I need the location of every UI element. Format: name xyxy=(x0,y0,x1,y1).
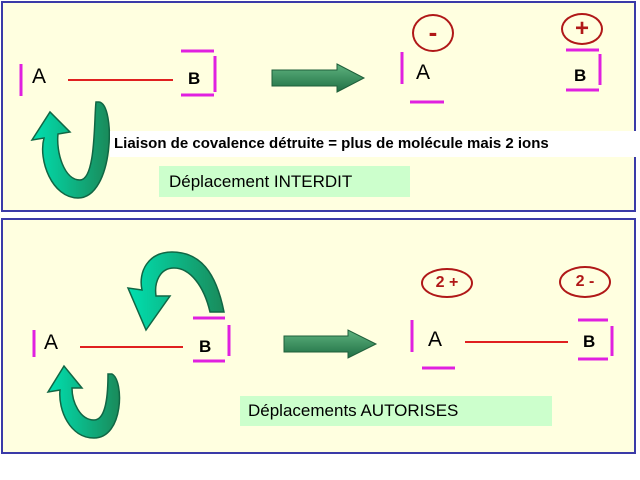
bracket-b-top xyxy=(181,49,217,97)
curved-electron-arrow-icon xyxy=(30,101,111,199)
curved-electron-arrow-icon xyxy=(126,251,225,332)
charge-minus-badge: - xyxy=(412,14,454,52)
atom-b: B xyxy=(199,337,212,356)
result-atom-b: B xyxy=(574,66,587,85)
charge-plus-badge: + xyxy=(561,13,603,45)
reaction-arrow-icon xyxy=(271,63,366,93)
atom-a: A xyxy=(32,65,47,88)
forbidden-banner: Déplacement INTERDIT xyxy=(159,166,410,197)
result-atom-a: A xyxy=(416,61,431,84)
atom-b: B xyxy=(188,69,201,88)
covalence-note: Liaison de covalence détruite = plus de … xyxy=(110,131,636,157)
charge-2plus-badge: 2 + xyxy=(421,268,473,298)
result-atom-a: A xyxy=(428,328,443,351)
atom-a: A xyxy=(44,331,59,354)
result-atom-b: B xyxy=(583,332,596,351)
curved-electron-arrow-icon xyxy=(46,364,121,439)
bracket-result-b xyxy=(566,48,602,92)
reaction-arrow-icon xyxy=(283,329,378,359)
charge-2minus-badge: 2 - xyxy=(559,266,611,298)
bracket-b-bottom xyxy=(193,316,231,363)
allowed-banner: Déplacements AUTORISES xyxy=(240,396,552,426)
bracket-result-b xyxy=(578,318,614,361)
